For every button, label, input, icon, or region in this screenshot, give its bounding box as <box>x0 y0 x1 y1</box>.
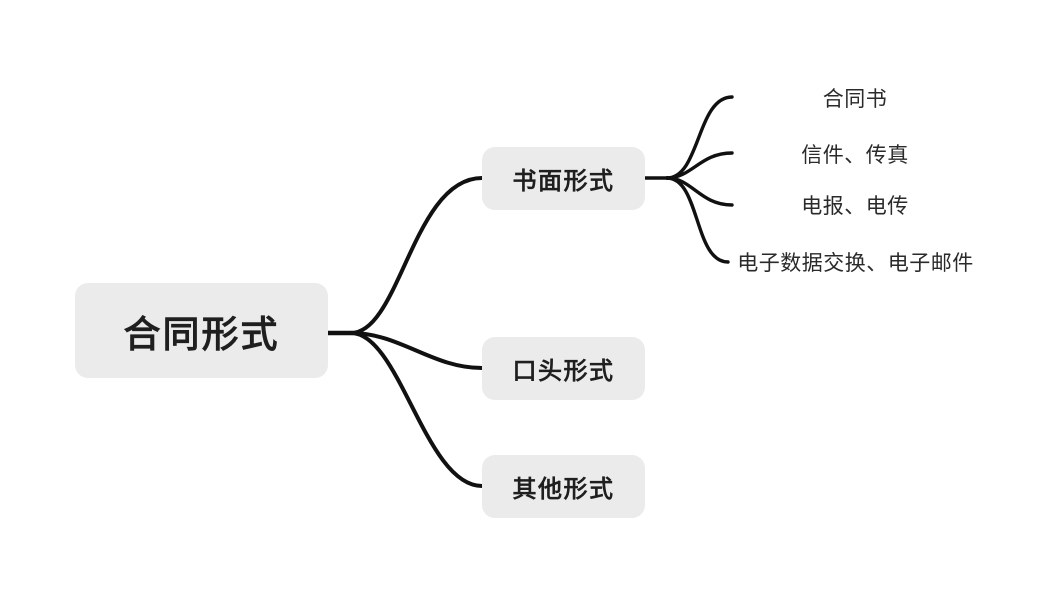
root-node[interactable]: 合同形式 <box>75 283 328 378</box>
leaf-node-telegram-telex[interactable]: 电报、电传 <box>801 195 909 218</box>
leaf-node-edi-email[interactable]: 电子数据交换、电子邮件 <box>737 252 974 275</box>
connector-written-to-leaf-3 <box>665 176 734 207</box>
connector-root-to-oral <box>349 331 484 370</box>
connector-written-to-leaf-4 <box>665 176 730 264</box>
connector-written-to-leaf-1 <box>665 95 734 180</box>
leaf-node-contract-document[interactable]: 合同书 <box>822 88 888 111</box>
connector-root-to-written <box>349 176 484 335</box>
branch-node-other-form[interactable]: 其他形式 <box>482 455 645 518</box>
branch-node-oral-form[interactable]: 口头形式 <box>482 337 645 400</box>
branch-node-written-form[interactable]: 书面形式 <box>482 147 645 210</box>
connector-root-to-other <box>349 331 484 488</box>
connector-written-to-leaf-2 <box>665 151 734 180</box>
leaf-node-letter-fax[interactable]: 信件、传真 <box>801 144 909 167</box>
